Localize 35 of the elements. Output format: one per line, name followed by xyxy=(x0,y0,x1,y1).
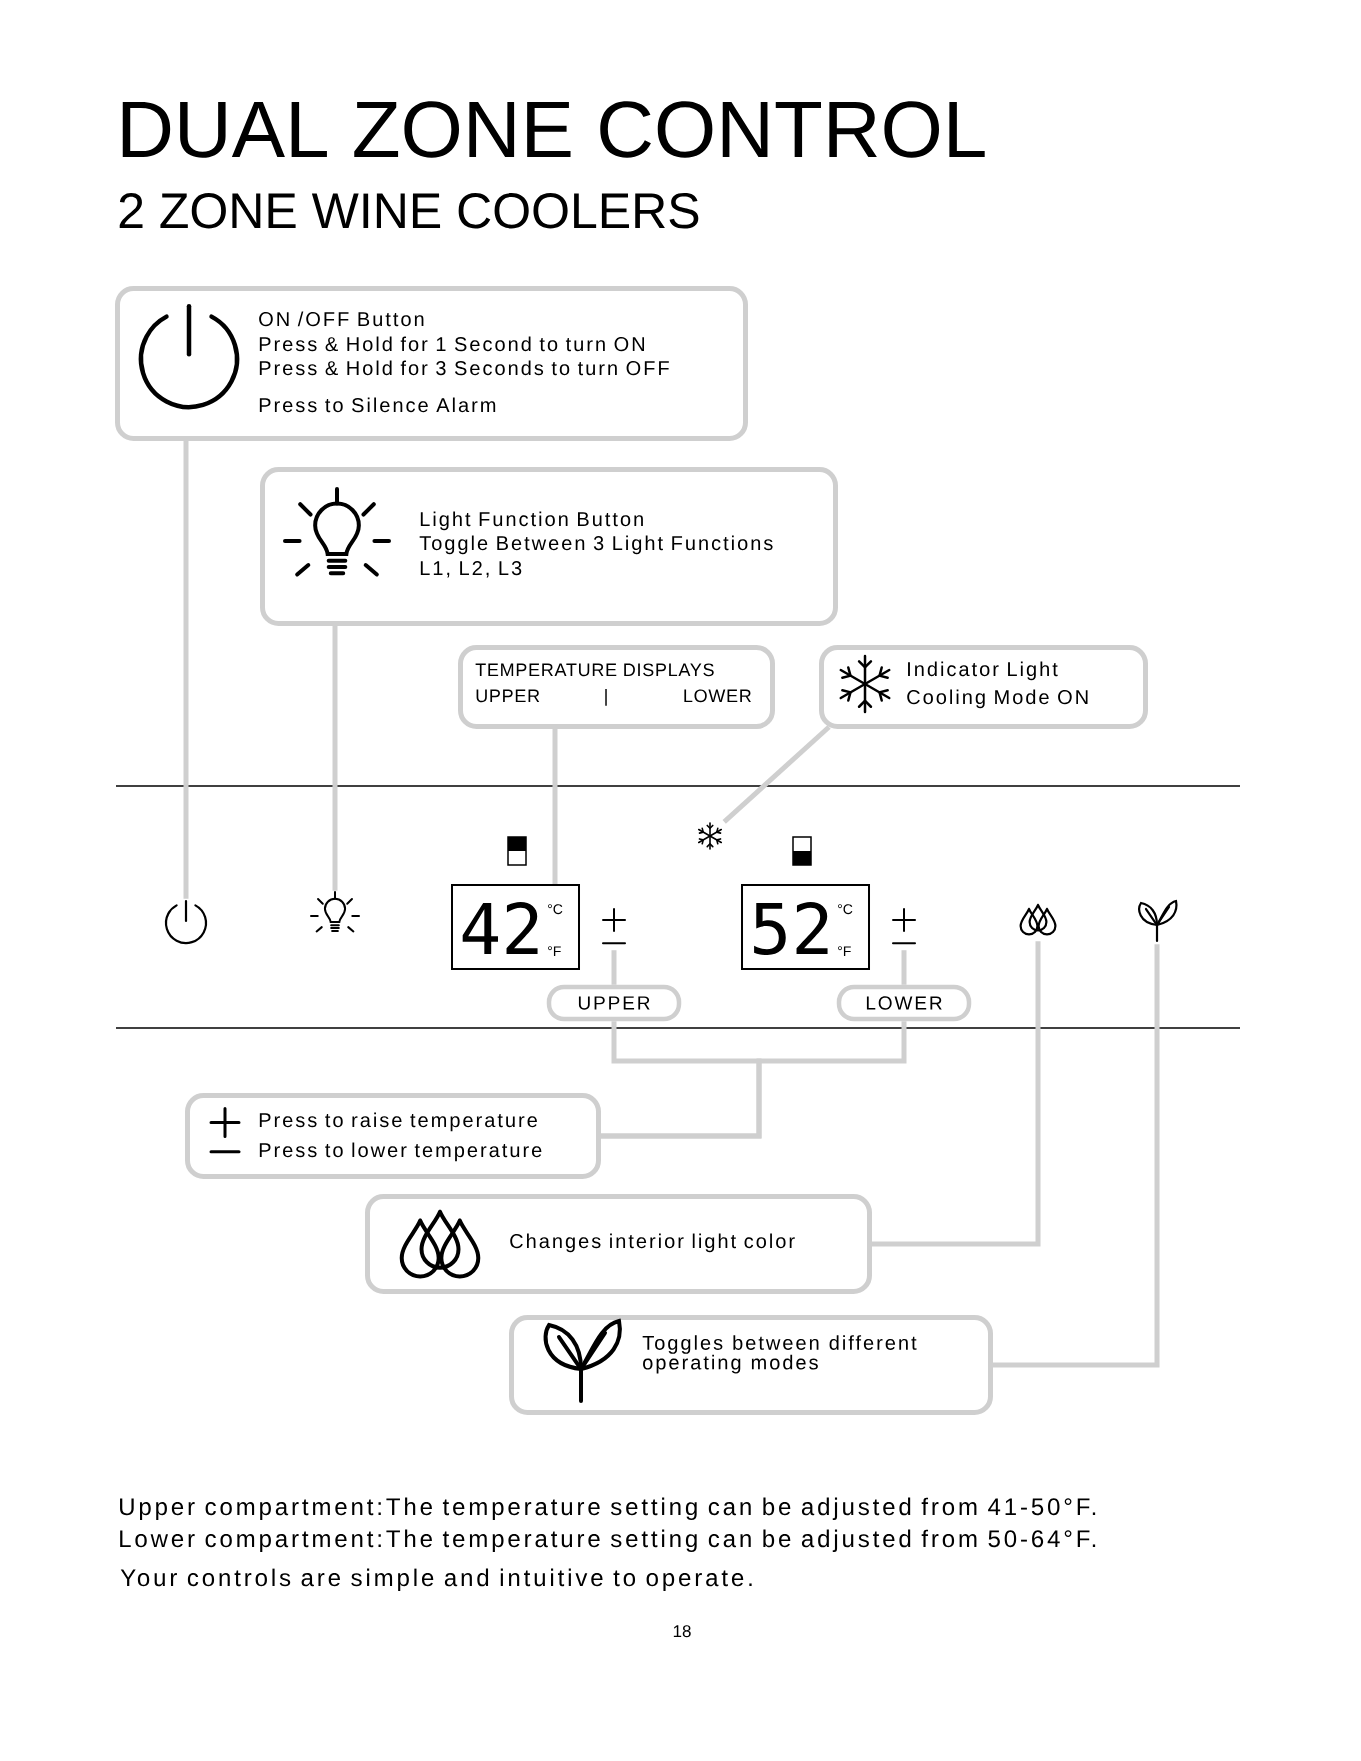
leaf-icon xyxy=(1138,899,1178,943)
zone-tag: UPPER xyxy=(546,984,682,1022)
title: DUAL ZONE CONTROL xyxy=(122,101,985,158)
leader-line xyxy=(601,1021,907,1139)
leader-line xyxy=(183,441,189,899)
note-text: Your controls are simple and intuitive to operate. xyxy=(120,1568,752,1591)
node-label: ON /OFF Button xyxy=(259,311,424,327)
note-text: Upper compartment:The temperature setting can be adjusted from 41-50°F. xyxy=(120,1497,1096,1520)
leader-line xyxy=(872,941,1041,1247)
subtitle: 2 ZONE WINE COOLERS xyxy=(119,193,699,229)
callout-box: ON /OFF Button Press & Hold for 1 Second to turn ON Press & Hold for 3 Seconds to turn OFF Press to Silence Alarm xyxy=(115,286,748,441)
note-text: Lower compartment:The temperature setting can be adjusted from 50-64°F. xyxy=(120,1529,1096,1552)
callout-box: TEMPERATURE DISPLAYS UPPER | LOWER xyxy=(458,645,775,729)
callout-box: Light Function Button Toggle Between 3 Light Functions L1, L2, L3 xyxy=(260,467,838,626)
node-label: Press & Hold for 3 Seconds to turn OFF xyxy=(259,360,669,376)
zone-tag: LOWER xyxy=(836,984,972,1022)
leader-line xyxy=(901,950,907,985)
node-label: Press & Hold for 1 Second to turn ON xyxy=(259,336,645,352)
color-drops-icon xyxy=(1019,903,1057,936)
callout-box: Toggles between different operating modes xyxy=(509,1315,993,1415)
leader-line xyxy=(332,626,338,891)
light-bulb-icon xyxy=(310,891,360,933)
leader-line xyxy=(993,944,1160,1368)
power-icon xyxy=(164,899,208,945)
plus-minus-icon xyxy=(892,908,916,945)
callout-box: Press to raise temperature Press to lower temperature xyxy=(185,1093,601,1179)
leader-line xyxy=(611,950,617,985)
leader-line xyxy=(552,729,558,884)
snowflake-icon xyxy=(697,822,723,850)
leader-line xyxy=(722,725,831,824)
node-label: Press to Silence Alarm xyxy=(259,397,496,413)
plus-minus-icon xyxy=(602,908,626,945)
callout-box: Changes interior light color xyxy=(365,1194,872,1294)
page-number: 18 xyxy=(673,1625,691,1638)
callout-box: Indicator Light Cooling Mode ON xyxy=(819,645,1148,729)
